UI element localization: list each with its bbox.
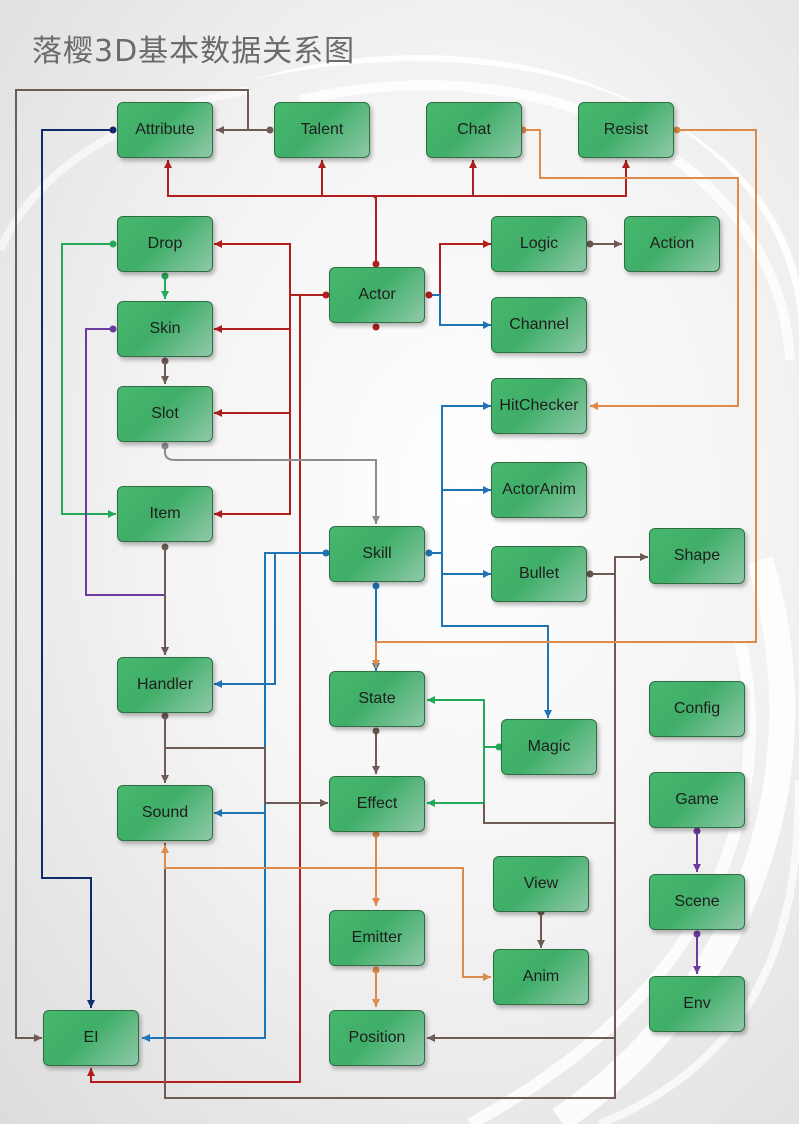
node-sound[interactable]: Sound [117,785,213,841]
node-talent[interactable]: Talent [274,102,370,158]
node-handler[interactable]: Handler [117,657,213,713]
node-view[interactable]: View [493,856,589,912]
node-magic[interactable]: Magic [501,719,597,775]
node-scene[interactable]: Scene [649,874,745,930]
node-position[interactable]: Position [329,1010,425,1066]
node-chat[interactable]: Chat [426,102,522,158]
node-drop[interactable]: Drop [117,216,213,272]
node-slot[interactable]: Slot [117,386,213,442]
node-env[interactable]: Env [649,976,745,1032]
node-hitchecker[interactable]: HitChecker [491,378,587,434]
node-attribute[interactable]: Attribute [117,102,213,158]
node-actoranim[interactable]: ActorAnim [491,462,587,518]
node-bullet[interactable]: Bullet [491,546,587,602]
node-skill[interactable]: Skill [329,526,425,582]
node-anim[interactable]: Anim [493,949,589,1005]
node-action[interactable]: Action [624,216,720,272]
node-state[interactable]: State [329,671,425,727]
node-ei[interactable]: EI [43,1010,139,1066]
node-item[interactable]: Item [117,486,213,542]
node-resist[interactable]: Resist [578,102,674,158]
node-skin[interactable]: Skin [117,301,213,357]
node-logic[interactable]: Logic [491,216,587,272]
node-game[interactable]: Game [649,772,745,828]
node-channel[interactable]: Channel [491,297,587,353]
node-effect[interactable]: Effect [329,776,425,832]
node-config[interactable]: Config [649,681,745,737]
page-title: 落樱3D基本数据关系图 [32,34,356,69]
node-shape[interactable]: Shape [649,528,745,584]
node-actor[interactable]: Actor [329,267,425,323]
node-emitter[interactable]: Emitter [329,910,425,966]
